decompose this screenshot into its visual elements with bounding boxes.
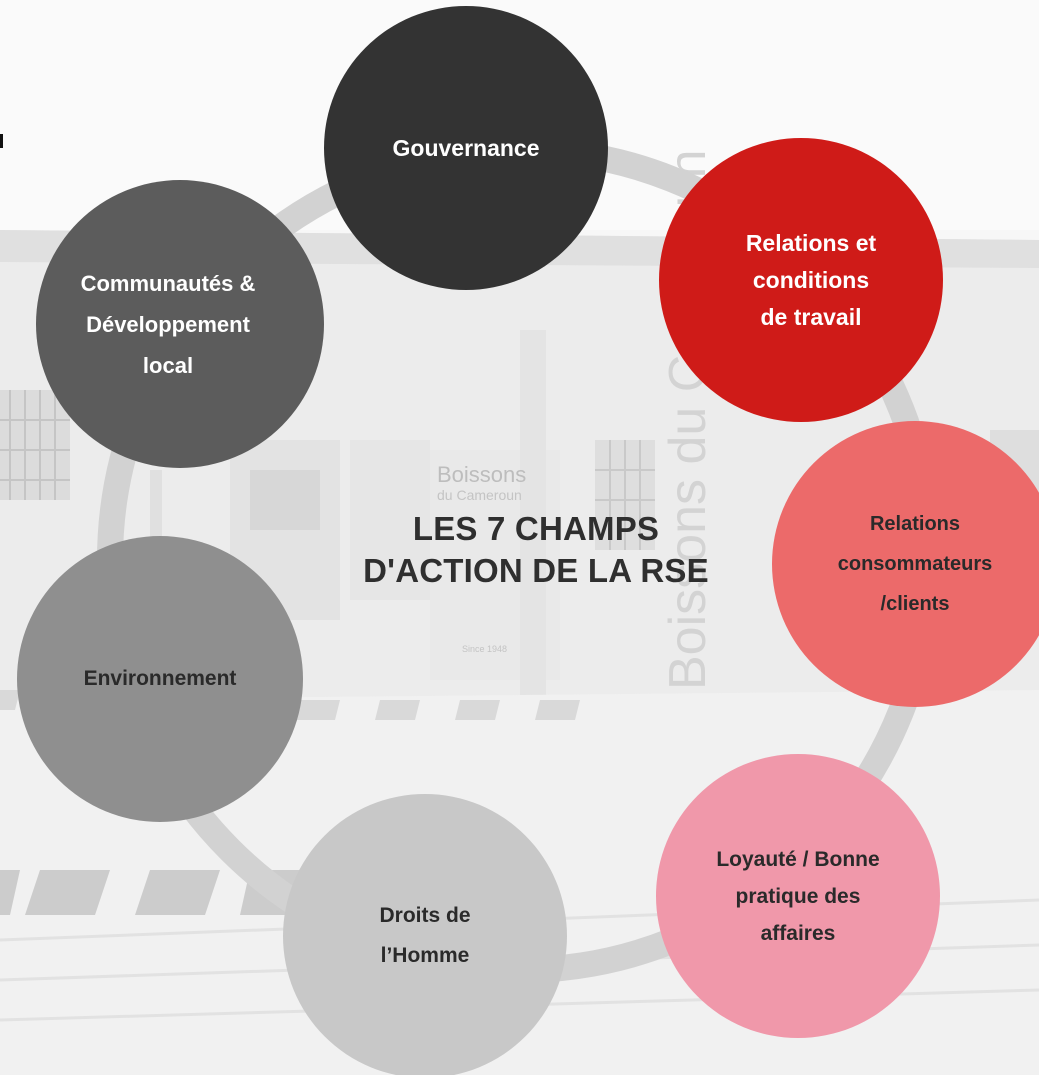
node-communautes: Communautés & Développement local: [36, 180, 324, 468]
center-title: LES 7 CHAMPS D'ACTION DE LA RSE: [316, 508, 756, 592]
center-title-line-2: D'ACTION DE LA RSE: [363, 552, 709, 589]
background-sign-text: Boissons: [437, 462, 526, 487]
node-droits-homme: Droits de l’Homme: [283, 794, 567, 1075]
edge-mark: [0, 134, 3, 148]
node-relations-consommateurs: Relations consommateurs /clients: [772, 421, 1039, 707]
node-relations-travail-label: Relations et conditions de travail: [745, 229, 877, 330]
node-gouvernance-label: Gouvernance: [392, 135, 540, 161]
node-environnement-label: Environnement: [83, 667, 237, 690]
node-relations-travail: Relations et conditions de travail: [659, 138, 943, 422]
node-gouvernance: Gouvernance: [324, 6, 608, 290]
node-droits-homme-label: Droits de l’Homme: [379, 904, 471, 967]
center-title-line-1: LES 7 CHAMPS: [412, 510, 660, 547]
node-loyaute: Loyauté / Bonne pratique des affaires: [656, 754, 940, 1038]
node-relations-consommateurs-label: Relations consommateurs /clients: [837, 513, 993, 615]
node-loyaute-label: Loyauté / Bonne pratique des affaires: [716, 847, 880, 945]
node-communautes-label: Communautés & Développement local: [80, 270, 256, 378]
background-sign-subtext: du Cameroun: [437, 487, 522, 503]
background-badge-text: Since 1948: [462, 644, 507, 654]
node-environnement: Environnement: [17, 536, 303, 822]
